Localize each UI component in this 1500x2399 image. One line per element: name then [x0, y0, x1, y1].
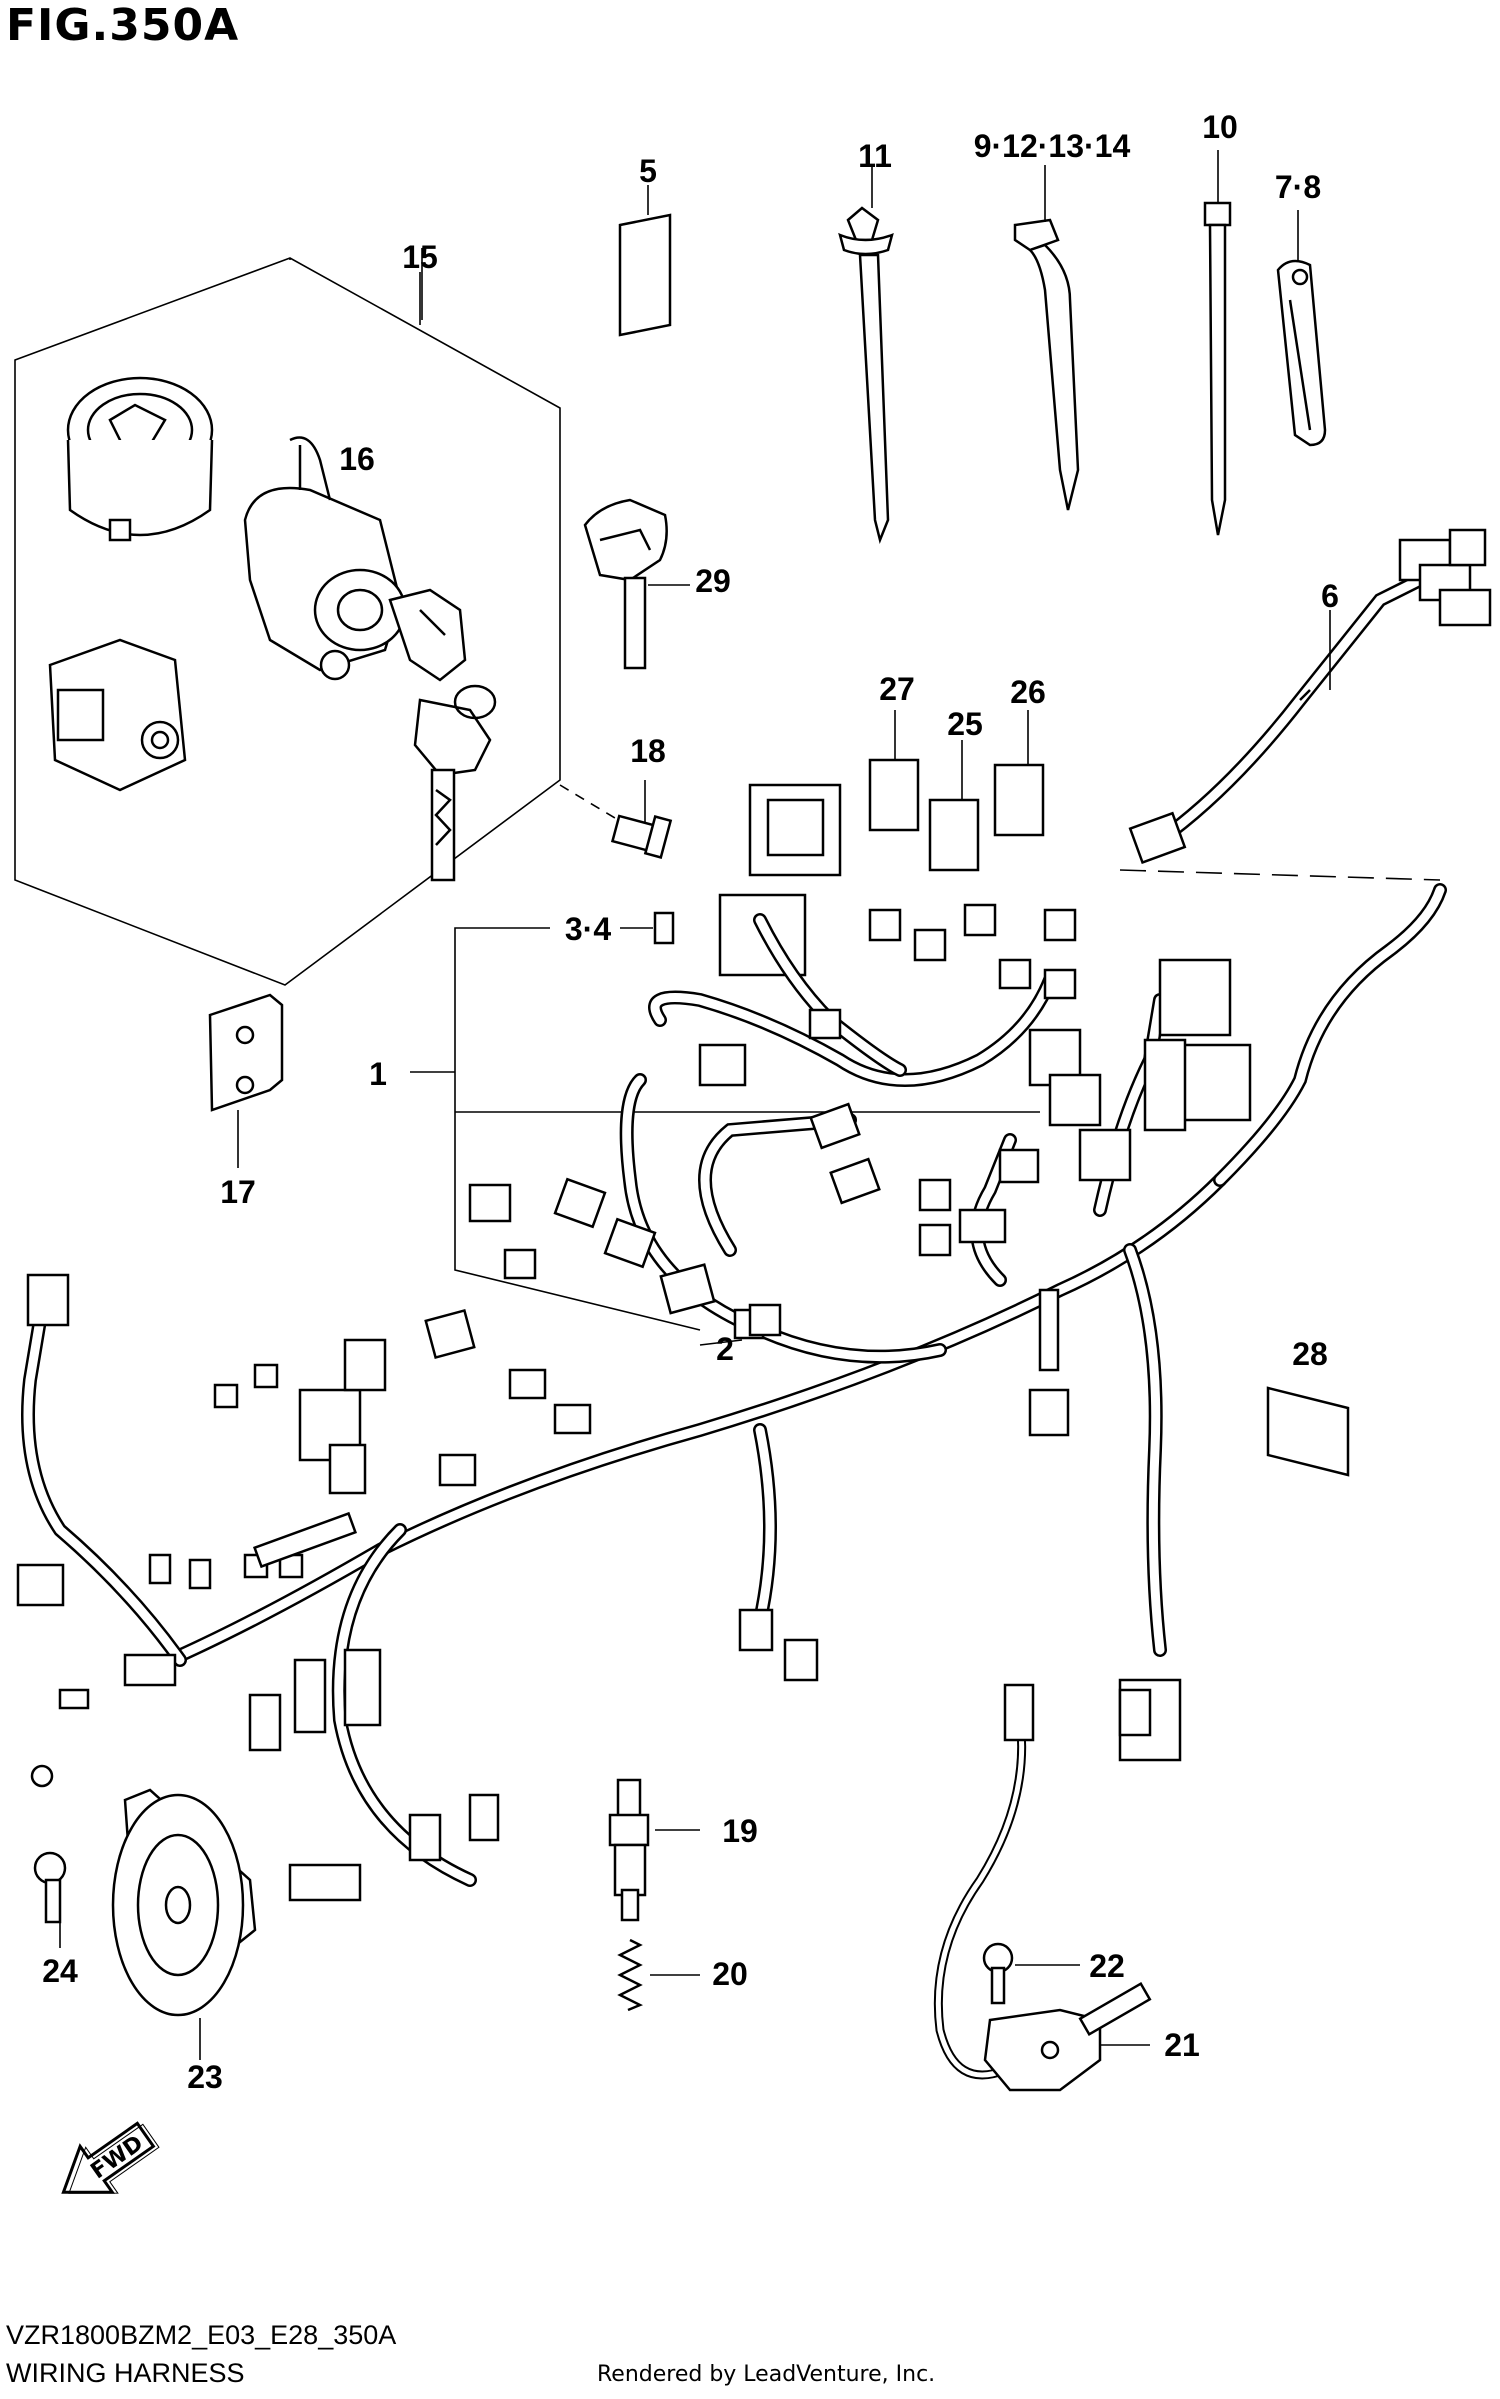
lock-housing — [48, 638, 187, 792]
bolt-22 — [982, 1942, 1080, 2005]
switch-19 — [608, 1778, 700, 1922]
bracket-plate — [208, 993, 284, 1168]
horn — [111, 1788, 257, 2060]
ignition-switch-set-box — [14, 248, 561, 986]
callout-7-8: 7·8 — [1275, 169, 1321, 205]
callout-6: 6 — [1321, 578, 1339, 614]
diagram-name: WIRING HARNESS — [6, 2358, 245, 2388]
ignition-switch — [243, 436, 407, 681]
callout-25: 25 — [947, 706, 983, 742]
fwd-arrow-icon: FWD — [61, 2121, 160, 2194]
callout-19: 19 — [722, 1813, 758, 1849]
loom-connectors — [16, 903, 1252, 1902]
clamp-7-8 — [1276, 210, 1327, 447]
callout-29: 29 — [695, 563, 731, 599]
callout-11: 11 — [858, 138, 892, 174]
callout-23: 23 — [187, 2059, 223, 2095]
part-2-small — [748, 1303, 782, 1337]
callout-labels: 1 2 3·4 5 6 7·8 9·12·13·14 10 11 15 16 1… — [42, 109, 1339, 2095]
callout-17: 17 — [220, 1174, 256, 1210]
callout-9-12-13-14: 9·12·13·14 — [974, 128, 1131, 164]
callout-20: 20 — [712, 1956, 748, 1992]
clamp-11 — [838, 165, 894, 545]
diagram-code: VZR1800BZM2_E03_E28_350A — [6, 2320, 397, 2350]
callout-10: 10 — [1202, 109, 1238, 145]
callout-1: 1 — [369, 1056, 387, 1092]
callout-2: 2 — [716, 1331, 734, 1367]
render-credit: Rendered by LeadVenture, Inc. — [597, 2362, 936, 2387]
sub-harness-6 — [1128, 528, 1492, 865]
callout-24: 24 — [42, 1953, 78, 1989]
label-5-part — [618, 185, 672, 337]
spring-20 — [617, 1938, 700, 2012]
callout-3-4: 3·4 — [565, 911, 611, 947]
relays — [718, 710, 1045, 977]
keys — [388, 588, 497, 882]
harness-6-dash — [1119, 869, 1441, 881]
callout-21: 21 — [1164, 2027, 1200, 2063]
callout-28: 28 — [1292, 1336, 1328, 1372]
bolt-18 — [610, 780, 673, 859]
sensor-21 — [933, 1683, 1152, 2092]
key-29-part — [583, 498, 690, 670]
callout-1-bracket — [410, 927, 1040, 1331]
callout-22: 22 — [1089, 1948, 1125, 1984]
fuse-3-4 — [653, 911, 675, 945]
callout-16: 16 — [339, 441, 375, 477]
callout-15: 15 — [402, 239, 438, 275]
callout-27: 27 — [879, 671, 915, 707]
lock-cap — [66, 376, 214, 542]
callout-26: 26 — [1010, 674, 1046, 710]
bolt-18-dash — [559, 784, 616, 819]
label-28-part — [1266, 1386, 1350, 1477]
figure-title: FIG.350A — [6, 0, 240, 51]
bolt-24 — [33, 1851, 67, 1948]
callout-5: 5 — [639, 153, 657, 189]
clamp-10 — [1203, 150, 1232, 536]
callout-18: 18 — [630, 733, 666, 769]
clamp-9-12-13-14 — [1013, 165, 1080, 511]
